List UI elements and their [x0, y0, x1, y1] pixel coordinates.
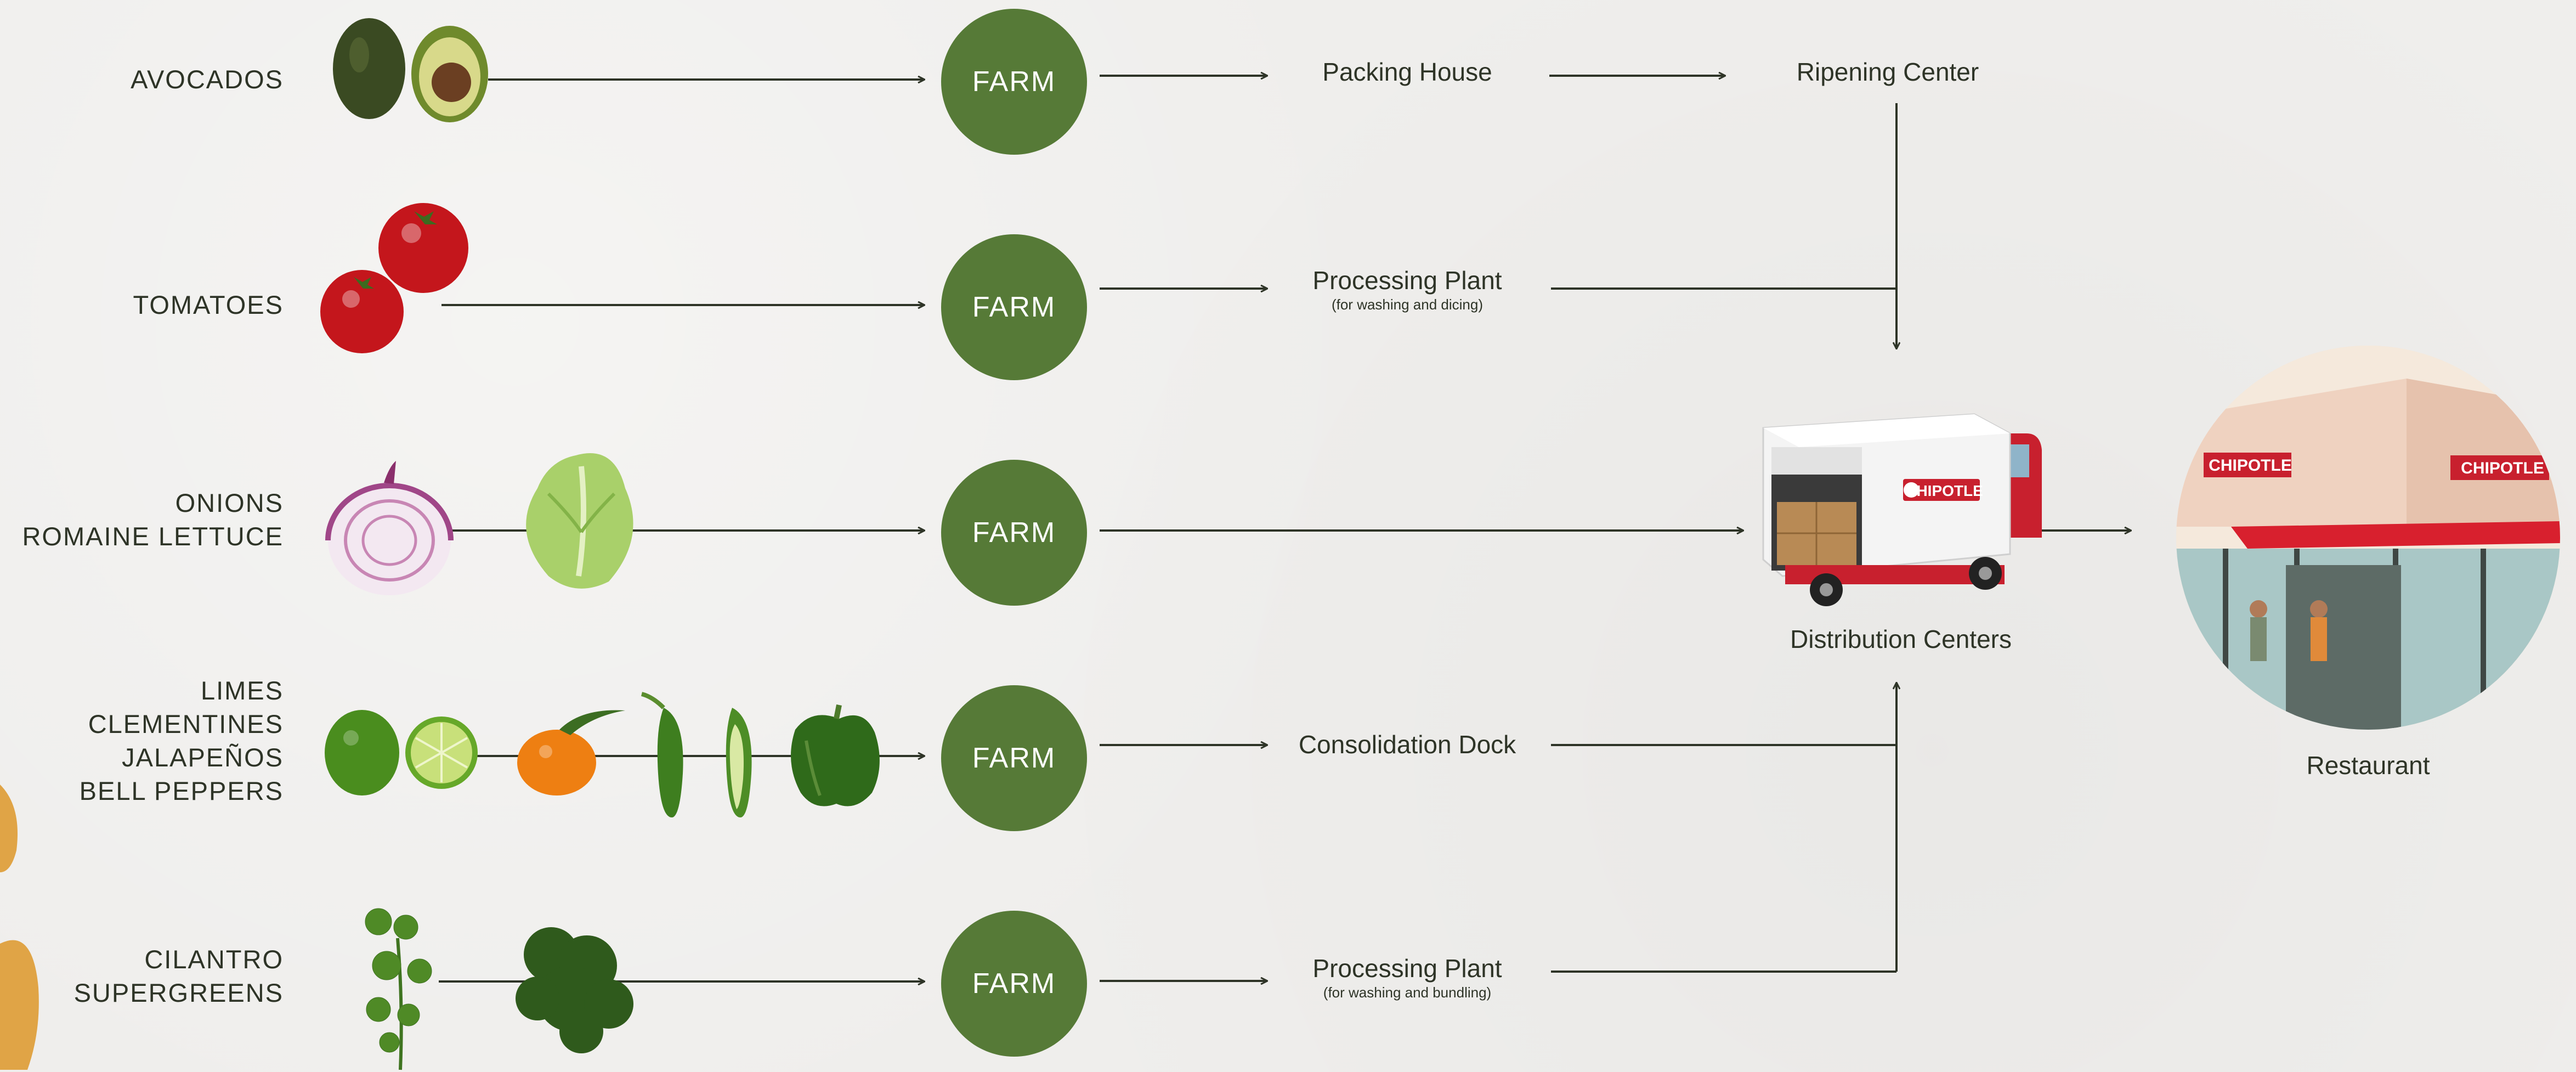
ingredient-line: AVOCADOS [131, 65, 284, 94]
truck-brand-text: CHIPOTLE [1905, 482, 1983, 499]
cilantro-icon [365, 908, 432, 1070]
jalapeno-half-icon [726, 708, 752, 817]
farm-circle-tomatoes: FARM [941, 234, 1087, 380]
ingredient-line: CILANTRO [144, 945, 284, 974]
stage-packing-house: Packing House [1322, 57, 1492, 87]
ingredient-line: ROMAINE LETTUCE [22, 522, 284, 551]
ingredient-line: JALAPEÑOS [122, 743, 284, 772]
stage-title: Packing House [1322, 58, 1492, 86]
ingredient-label-citrus-peppers: LIMES CLEMENTINES JALAPEÑOS BELL PEPPERS [80, 674, 284, 808]
onion-icon [325, 461, 454, 595]
jalapeno-icon [641, 692, 683, 817]
tomato-icon [320, 270, 404, 353]
farm-label: FARM [972, 291, 1056, 323]
clementine-icon [517, 710, 625, 795]
bell-pepper-icon [791, 704, 880, 806]
stage-title: Distribution Centers [1790, 625, 2012, 653]
stage-subtitle: (for washing and dicing) [1331, 296, 1484, 313]
farm-circle-citrus-peppers: FARM [941, 685, 1087, 831]
ingredient-line: LIMES [200, 676, 284, 705]
storefront-icon: CHIPOTLE CHIPOTLE [2176, 346, 2560, 730]
ingredient-label-cilantro-greens: CILANTRO SUPERGREENS [74, 943, 284, 1009]
ingredient-label-tomatoes: TOMATOES [133, 288, 284, 321]
farm-circle-cilantro-greens: FARM [941, 911, 1087, 1057]
ingredient-line: ONIONS [175, 488, 284, 517]
stage-title: Processing Plant [1312, 266, 1502, 295]
stage-distribution-centers: Distribution Centers [1790, 624, 2012, 654]
restaurant-storefront: CHIPOTLE CHIPOTLE [2176, 346, 2560, 730]
farm-circle-avocados: FARM [941, 9, 1087, 155]
farm-label: FARM [972, 968, 1056, 1000]
farm-label: FARM [972, 742, 1056, 774]
ingredient-line: CLEMENTINES [88, 709, 284, 738]
farm-label: FARM [972, 66, 1056, 98]
pasta-decoration [0, 785, 39, 1070]
stage-ripening-center: Ripening Center [1797, 57, 1979, 87]
stage-subtitle: (for washing and bundling) [1323, 984, 1492, 1001]
farm-label: FARM [972, 517, 1056, 549]
store-sign-right: CHIPOTLE [2461, 459, 2544, 477]
stage-processing-plant-dicing: Processing Plant (for washing and dicing… [1312, 266, 1502, 313]
stage-title: Processing Plant [1312, 954, 1502, 983]
stage-title: Consolidation Dock [1298, 730, 1516, 759]
stage-consolidation-dock: Consolidation Dock [1299, 730, 1516, 759]
ingredient-label-onions-lettuce: ONIONS ROMAINE LETTUCE [22, 486, 284, 553]
ingredient-line: SUPERGREENS [73, 978, 284, 1007]
avocado-icon [333, 18, 405, 119]
lettuce-icon [526, 453, 633, 589]
farm-circle-onions-lettuce: FARM [941, 460, 1087, 606]
stage-processing-plant-bundling: Processing Plant (for washing and bundli… [1312, 953, 1502, 1001]
supergreens-icon [516, 927, 633, 1053]
store-sign-left: CHIPOTLE [2209, 456, 2292, 475]
lime-icon [325, 710, 399, 795]
stage-title: Restaurant [2306, 751, 2430, 780]
stage-title: Ripening Center [1796, 58, 1979, 86]
ingredient-label-avocados: AVOCADOS [131, 63, 284, 96]
avocado-half-icon [411, 26, 488, 122]
truck-icon: CHIPOTLE [1762, 413, 2042, 606]
ingredient-line: BELL PEPPERS [79, 776, 284, 805]
stage-restaurant: Restaurant [2306, 751, 2430, 780]
ingredient-line: TOMATOES [133, 290, 284, 319]
lime-slice-icon [405, 716, 478, 789]
tomato-icon [378, 203, 468, 293]
